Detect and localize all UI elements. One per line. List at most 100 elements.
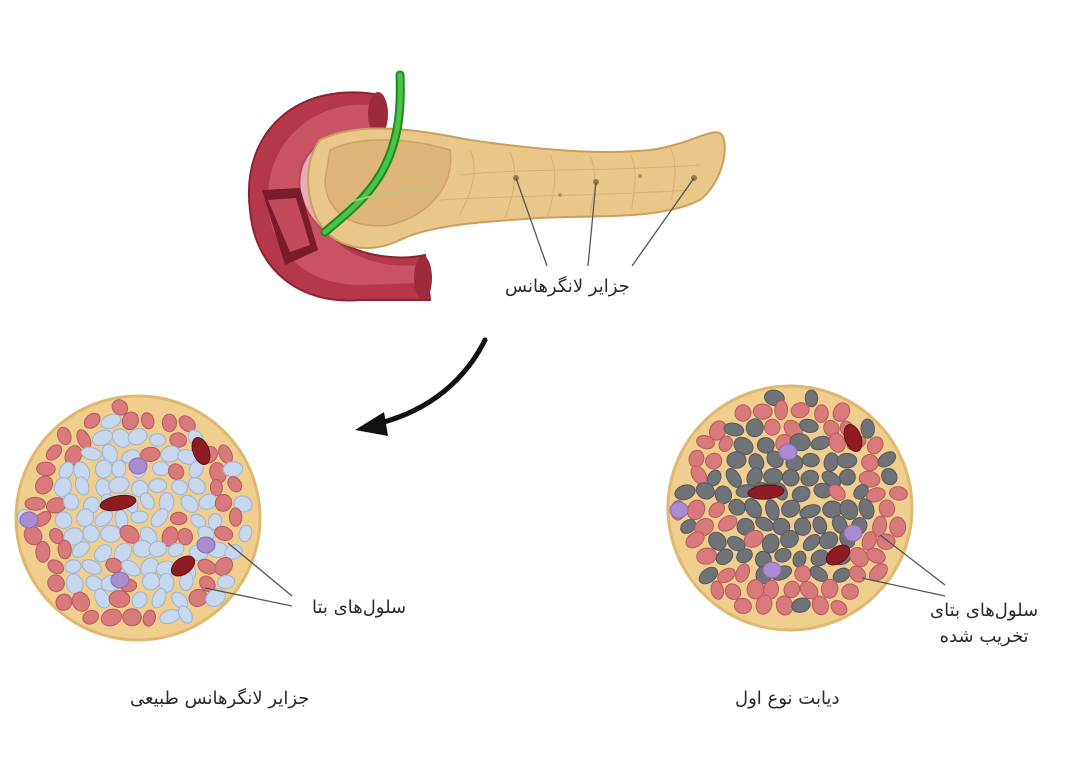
inner-cell bbox=[150, 508, 169, 528]
delta-cell bbox=[196, 536, 216, 554]
inner-cell bbox=[54, 511, 73, 529]
beta-cell-pointers bbox=[204, 542, 293, 607]
inner-cell bbox=[723, 422, 745, 437]
alpha-cell bbox=[161, 526, 179, 547]
alpha-cell bbox=[140, 412, 155, 430]
alpha-cell bbox=[717, 515, 738, 532]
alpha-cell bbox=[861, 454, 879, 472]
inner-cell bbox=[804, 389, 819, 408]
alpha-cell bbox=[889, 516, 907, 538]
alpha-cell bbox=[167, 463, 185, 480]
inner-cell bbox=[765, 499, 780, 521]
alpha-cell bbox=[161, 413, 178, 433]
alpha-cell bbox=[696, 435, 715, 450]
alpha-cell bbox=[170, 511, 188, 526]
inner-cell bbox=[853, 484, 869, 500]
inner-cell bbox=[839, 499, 859, 521]
alpha-cell bbox=[820, 578, 839, 599]
alpha-cell bbox=[228, 507, 243, 527]
inner-cell bbox=[82, 524, 100, 543]
alpha-cell bbox=[828, 484, 846, 501]
inner-cell bbox=[190, 513, 207, 529]
blood-vessel bbox=[170, 555, 196, 577]
inner-cell bbox=[139, 492, 155, 510]
alpha-cell bbox=[71, 591, 90, 612]
alpha-cell bbox=[705, 452, 723, 470]
alpha-cell bbox=[55, 593, 73, 611]
alpha-cell bbox=[227, 476, 243, 493]
inner-cell bbox=[809, 565, 828, 582]
inner-cell bbox=[799, 418, 819, 433]
inner-cell bbox=[781, 499, 801, 518]
beta-cells-label: سلول‌های بتا bbox=[312, 597, 407, 618]
inner-cell bbox=[207, 512, 223, 531]
alpha-cell bbox=[718, 435, 733, 453]
normal-islet bbox=[14, 394, 262, 642]
delta-cell bbox=[110, 571, 130, 589]
inner-cell bbox=[792, 550, 807, 568]
inner-cell bbox=[94, 588, 111, 609]
alpha-cell bbox=[733, 597, 752, 615]
inner-cell bbox=[171, 479, 189, 496]
inner-cell bbox=[130, 510, 149, 524]
alpha-cell bbox=[734, 404, 752, 422]
inner-cell bbox=[810, 549, 830, 567]
alpha-cell bbox=[872, 515, 888, 537]
alpha-cell bbox=[35, 541, 51, 563]
inner-cell bbox=[108, 476, 130, 494]
alpha-cell bbox=[82, 609, 99, 625]
inner-cell bbox=[714, 485, 733, 505]
inner-cell bbox=[698, 566, 719, 585]
alpha-cell bbox=[57, 426, 72, 446]
inner-cell bbox=[877, 451, 897, 468]
inner-cell bbox=[727, 535, 746, 552]
inner-cell bbox=[121, 559, 141, 577]
inner-cell bbox=[728, 498, 746, 516]
alpha-cell bbox=[743, 529, 764, 548]
alpha-cell bbox=[47, 574, 65, 593]
inner-cell bbox=[131, 591, 148, 609]
alpha-cell bbox=[866, 547, 886, 564]
inner-cell bbox=[836, 452, 858, 469]
inner-cell bbox=[756, 437, 775, 454]
inner-cell bbox=[141, 572, 161, 591]
blood-vessel bbox=[843, 424, 863, 452]
alpha-cell bbox=[696, 547, 718, 565]
alpha-cell bbox=[763, 418, 781, 436]
inner-cell bbox=[148, 540, 167, 558]
alpha-cell bbox=[752, 403, 773, 420]
alpha-cell bbox=[111, 399, 129, 416]
inner-cell bbox=[860, 418, 875, 439]
inner-cell bbox=[793, 517, 812, 536]
inner-cell bbox=[158, 572, 175, 593]
alpha-cell bbox=[790, 402, 810, 419]
alpha-cell bbox=[214, 557, 234, 576]
alpha-cell bbox=[57, 539, 72, 560]
type1-diabetes-caption: دیابت نوع اول bbox=[735, 688, 840, 709]
blood-vessel bbox=[191, 437, 211, 465]
alpha-cell bbox=[849, 565, 866, 583]
alpha-cell bbox=[841, 583, 859, 600]
inner-cell bbox=[100, 525, 122, 543]
alpha-cell bbox=[878, 499, 896, 518]
alpha-cell bbox=[832, 402, 851, 422]
duodenum bbox=[247, 91, 432, 302]
alpha-cell bbox=[717, 567, 736, 584]
curved-arrow bbox=[355, 337, 488, 436]
inner-cell bbox=[708, 531, 727, 551]
inner-cell bbox=[80, 446, 102, 461]
alpha-cell bbox=[142, 609, 156, 627]
alpha-cell bbox=[83, 412, 101, 429]
inner-cell bbox=[233, 495, 253, 513]
inner-cell bbox=[802, 533, 821, 552]
inner-cell bbox=[800, 469, 819, 487]
inner-cell bbox=[81, 559, 102, 575]
inner-cell bbox=[100, 413, 122, 430]
alpha-cell bbox=[177, 527, 193, 546]
blood-vessel bbox=[825, 544, 851, 566]
alpha-cell bbox=[811, 595, 829, 616]
inner-cell bbox=[62, 493, 80, 511]
inner-cell bbox=[177, 605, 193, 624]
inner-cell bbox=[680, 519, 697, 534]
alpha-cell bbox=[774, 400, 789, 421]
